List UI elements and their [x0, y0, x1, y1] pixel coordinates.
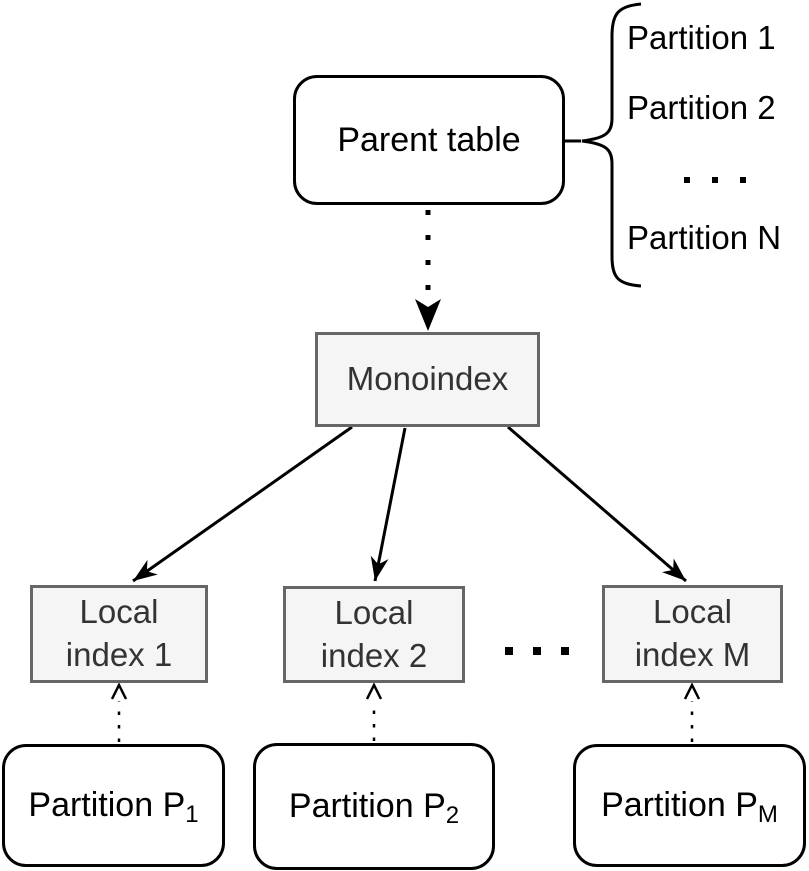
node-partition-pm-subscript: M [757, 801, 778, 828]
partition-list-ellipsis-icon [684, 177, 746, 183]
node-partition-pm: Partition PM [573, 744, 806, 867]
node-local-index-m-line1: Local [653, 593, 732, 631]
node-local-index-2-line1: Local [334, 593, 414, 631]
arrow-partition1-to-index1 [110, 682, 128, 742]
node-local-index-1-line1: Local [79, 593, 159, 631]
arrow-monoindex-to-index2 [370, 427, 407, 582]
partition-list-item-n: Partition N [627, 219, 782, 256]
node-parent-table-label: Parent table [337, 120, 521, 159]
node-parent-table: Parent table [293, 75, 565, 205]
node-local-index-1-line2: index 1 [65, 636, 173, 673]
node-monoindex-label: Monoindex [346, 360, 509, 398]
node-partition-p1-label: Partition P [28, 786, 186, 824]
node-partition-p2: Partition P2 [253, 743, 495, 870]
arrow-monoindex-to-indexM [507, 425, 687, 583]
local-index-row-ellipsis-icon [505, 647, 569, 655]
node-partition-p1-subscript: 1 [185, 801, 199, 828]
node-local-index-m-line2: index M [634, 636, 751, 673]
node-local-index-1: Local index 1 [30, 585, 208, 683]
node-monoindex: Monoindex [315, 332, 540, 427]
node-partition-pm-label: Partition P [601, 786, 758, 824]
partition-list-item-2: Partition 2 [627, 89, 776, 126]
arrow-parent-to-monoindex [415, 210, 441, 331]
arrow-partition2-to-index2 [365, 682, 383, 741]
node-local-index-m: Local index M [602, 585, 783, 683]
node-local-index-2: Local index 2 [283, 586, 465, 683]
node-partition-p2-label: Partition P [288, 787, 446, 825]
partition-list-item-1: Partition 1 [627, 19, 776, 56]
arrow-partitionM-to-indexM [683, 682, 701, 742]
arrow-monoindex-to-index1 [132, 425, 353, 583]
node-local-index-2-line2: index 2 [320, 636, 428, 674]
node-partition-p1: Partition P1 [2, 744, 225, 867]
node-partition-p2-subscript: 2 [445, 802, 460, 829]
